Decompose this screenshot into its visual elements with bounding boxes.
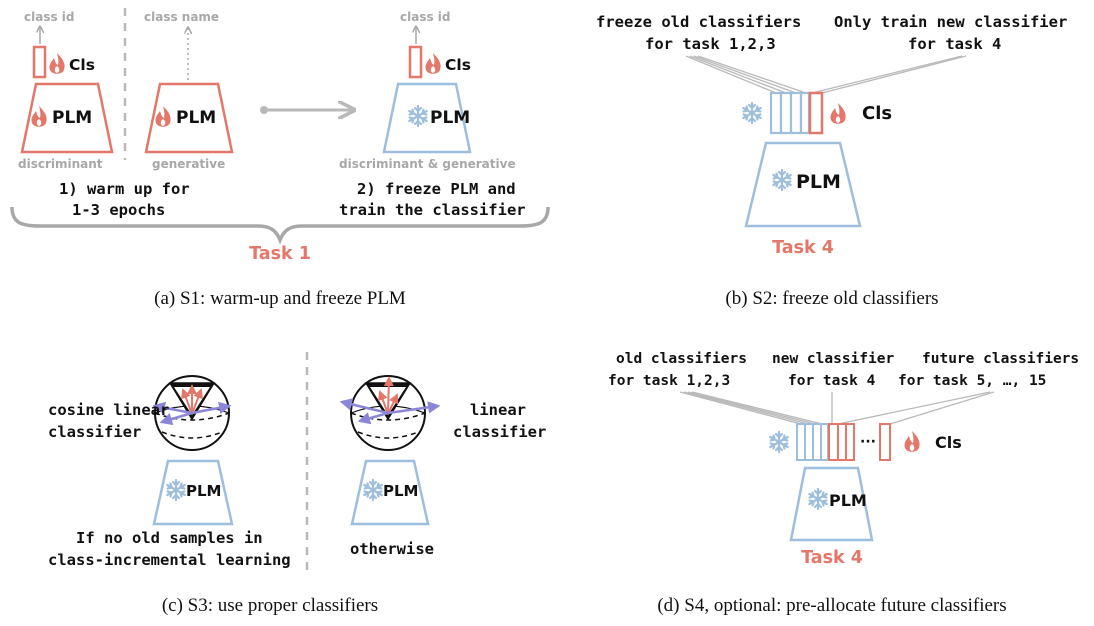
panel-c: cosine linear classifier PLM If no old s… [48, 352, 546, 616]
cls-label-b: Cls [862, 103, 892, 124]
plm-frozen-d [789, 466, 874, 542]
plm-label-discriminant: PLM [52, 108, 92, 128]
classifier-box-right [408, 45, 423, 79]
caption-d: (d) S4, optional: pre-allocate future cl… [657, 595, 1006, 616]
label-generative: generative [152, 157, 225, 171]
old-classifier-boxes [769, 91, 811, 135]
cosine-classifier-line1: cosine linear [48, 401, 169, 419]
class-name-label: class name [144, 10, 219, 24]
linear-classifier-line1: linear [470, 401, 526, 419]
classifier-box-left [32, 45, 47, 79]
cls-label-right: Cls [445, 56, 471, 74]
flame-icon [830, 103, 846, 124]
future-classifiers-line2: for task 5, …, 15 [898, 373, 1046, 389]
plm-frozen-c-left [152, 459, 234, 526]
linear-classifier-line2: classifier [453, 423, 546, 441]
plm-label-c-right: PLM [383, 482, 418, 500]
caption-b: (b) S2: freeze old classifiers [725, 288, 938, 309]
flame-icon [904, 431, 920, 452]
cls-label-left: Cls [69, 56, 95, 74]
flame-icon [425, 53, 441, 74]
plm-label-frozen: PLM [430, 108, 470, 128]
plm-discriminant [20, 82, 114, 154]
class-id-label-left: class id [24, 10, 75, 24]
class-id-label-right: class id [400, 10, 451, 24]
plm-generative [144, 82, 234, 154]
panel-b: freeze old classifiers for task 1,2,3 On… [596, 13, 1067, 309]
flame-icon [49, 53, 65, 74]
label-discriminant-generative: discriminant & generative [339, 157, 516, 171]
plm-label-generative: PLM [176, 108, 216, 128]
plm-frozen-b [744, 141, 862, 228]
task1-label: Task 1 [249, 244, 311, 264]
cosine-classifier-line2: classifier [48, 423, 141, 441]
plm-label-b: PLM [796, 171, 841, 193]
condition-line1: If no old samples in [76, 529, 263, 547]
old-classifiers-line2: for task 1,2,3 [645, 35, 776, 53]
caption-a: (a) S1: warm-up and freeze PLM [154, 288, 406, 309]
snowflake-icon [742, 101, 762, 125]
step1-line1: 1) warm up for [59, 180, 190, 198]
snowflake-icon [769, 430, 789, 454]
step2-line1: 2) freeze PLM and [357, 180, 516, 198]
new-future-classifier-boxes-d [828, 423, 855, 461]
task4-label-d: Task 4 [801, 548, 863, 568]
condition-line2: class-incremental learning [48, 551, 291, 569]
otherwise-label: otherwise [350, 540, 434, 558]
new-classifier-box [808, 91, 824, 135]
label-discriminant: discriminant [18, 157, 103, 171]
step1-line2: 1-3 epochs [72, 201, 165, 219]
plm-label-c-left: PLM [186, 482, 221, 500]
panel-a: class id Cls PLM discriminant class name… [10, 8, 550, 309]
old-classifiers-d-line2: for task 1,2,3 [608, 373, 730, 389]
new-classifier-line1: Only train new classifier [834, 13, 1067, 31]
task4-label-b: Task 4 [772, 238, 834, 258]
last-classifier-box [879, 423, 891, 461]
plm-frozen-c-right [350, 459, 430, 526]
future-classifiers-line1: future classifiers [922, 351, 1079, 367]
new-classifier-line2: for task 4 [908, 35, 1001, 53]
new-classifier-d-line2: for task 4 [788, 373, 876, 389]
ellipsis-d: ··· [860, 434, 876, 450]
old-classifiers-d-line1: old classifiers [616, 351, 747, 367]
old-classifier-boxes-d [796, 423, 829, 461]
cls-label-d: Cls [935, 433, 962, 452]
caption-c: (c) S3: use proper classifiers [162, 595, 378, 616]
new-classifier-d-line1: new classifier [772, 351, 894, 367]
old-classifiers-line1: freeze old classifiers [596, 13, 801, 31]
callout-lines-b [685, 55, 967, 94]
plm-label-d: PLM [829, 491, 867, 510]
callout-lines-d [679, 391, 995, 425]
task1-brace [10, 206, 550, 245]
step2-line2: train the classifier [339, 201, 526, 219]
panel-d: old classifiers for task 1,2,3 new class… [608, 351, 1079, 616]
